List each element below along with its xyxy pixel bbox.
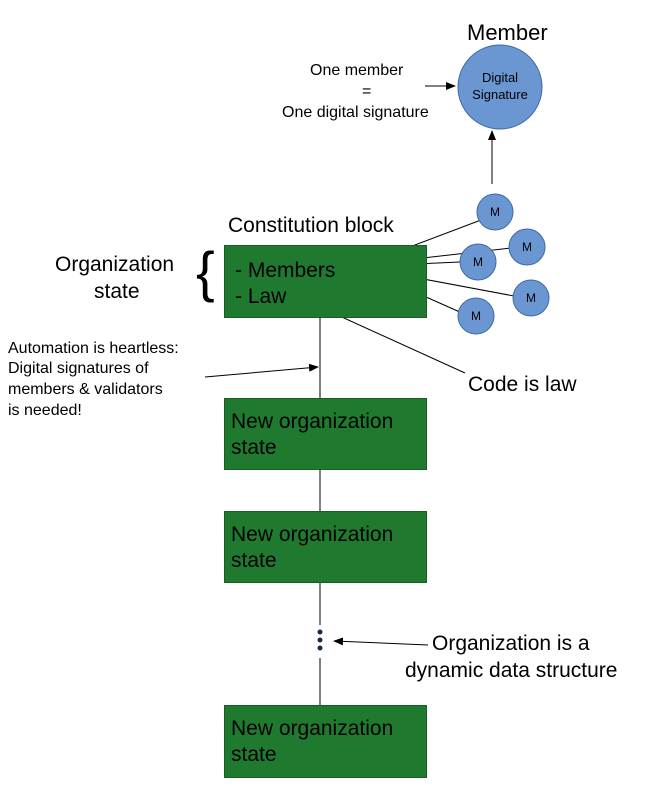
state-block-2-line2: state <box>231 549 277 572</box>
member-circle-3 <box>459 243 497 281</box>
arrow-dynamic <box>333 637 429 646</box>
curly-brace: { <box>196 240 215 303</box>
state-block-3-line1: New organization <box>231 717 394 740</box>
member-mark-4: M <box>526 291 536 305</box>
automation-note-line1: Automation is heartless: <box>8 340 179 357</box>
one-member-label: One member <box>310 62 404 79</box>
one-digital-signature-label: One digital signature <box>282 104 429 121</box>
arrow-automation <box>204 363 319 378</box>
constitution-block: - Members - Law <box>224 245 427 318</box>
member-mark-1: M <box>490 205 500 219</box>
member-circle-5 <box>457 297 495 335</box>
member-circle-4 <box>512 279 550 317</box>
state-block-1: New organization state <box>224 398 427 470</box>
dynamic-note-line1: Organization is a <box>432 632 590 655</box>
constitution-block-title: Constitution block <box>228 214 394 237</box>
automation-note-line2: Digital signatures of <box>8 360 149 377</box>
state-block-1-line2: state <box>231 436 277 459</box>
member-mark-3: M <box>473 255 483 269</box>
dynamic-note-line2: dynamic data structure <box>405 659 618 682</box>
state-block-2-line1: New organization <box>231 523 394 546</box>
equals-label: = <box>362 83 372 100</box>
member-digital-signature-circle <box>457 44 543 130</box>
member-circle-1 <box>476 193 514 231</box>
member-circle-2 <box>508 228 546 266</box>
ellipsis-dot-1 <box>317 629 323 635</box>
state-block-2: New organization state <box>224 511 427 583</box>
code-is-law-label: Code is law <box>468 373 577 396</box>
state-block-3: New organization state <box>224 705 427 778</box>
member-title: Member <box>467 20 548 45</box>
digital-signature-line1: Digital <box>481 70 519 85</box>
automation-note-line3: members & validators <box>8 381 163 398</box>
members-label: - Members <box>235 259 336 282</box>
org-state-label-line2: state <box>94 280 140 303</box>
ellipsis-dot-2 <box>317 637 323 643</box>
automation-note-line4: is needed! <box>8 402 82 419</box>
state-block-1-line1: New organization <box>231 410 394 433</box>
law-label: - Law <box>235 285 287 308</box>
org-state-label-line1: Organization <box>55 253 175 276</box>
ellipsis-dot-3 <box>317 645 323 651</box>
state-block-3-line2: state <box>231 743 277 766</box>
member-mark-2: M <box>522 240 532 254</box>
digital-signature-line2: Signature <box>472 87 528 102</box>
member-mark-5: M <box>471 309 481 323</box>
